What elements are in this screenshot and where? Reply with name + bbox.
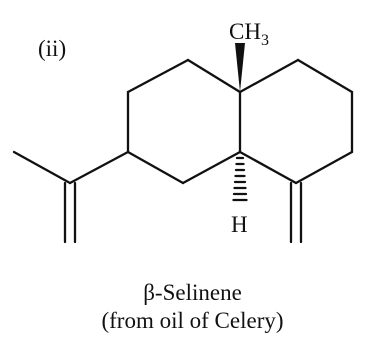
methyl-label: CH3	[229, 19, 269, 49]
right-ring	[238, 58, 354, 185]
isopropenyl-group	[12, 150, 130, 244]
left-ring	[126, 58, 242, 185]
compound-name: β-Selinene	[143, 280, 242, 305]
compound-source: (from oil of Celery)	[101, 308, 284, 333]
hydrogen-hash-bond	[232, 156, 248, 202]
exocyclic-methylene	[289, 181, 303, 244]
methyl-wedge-bond	[235, 43, 245, 92]
hydrogen-label: H	[231, 212, 248, 237]
part-label: (ii)	[38, 36, 66, 61]
